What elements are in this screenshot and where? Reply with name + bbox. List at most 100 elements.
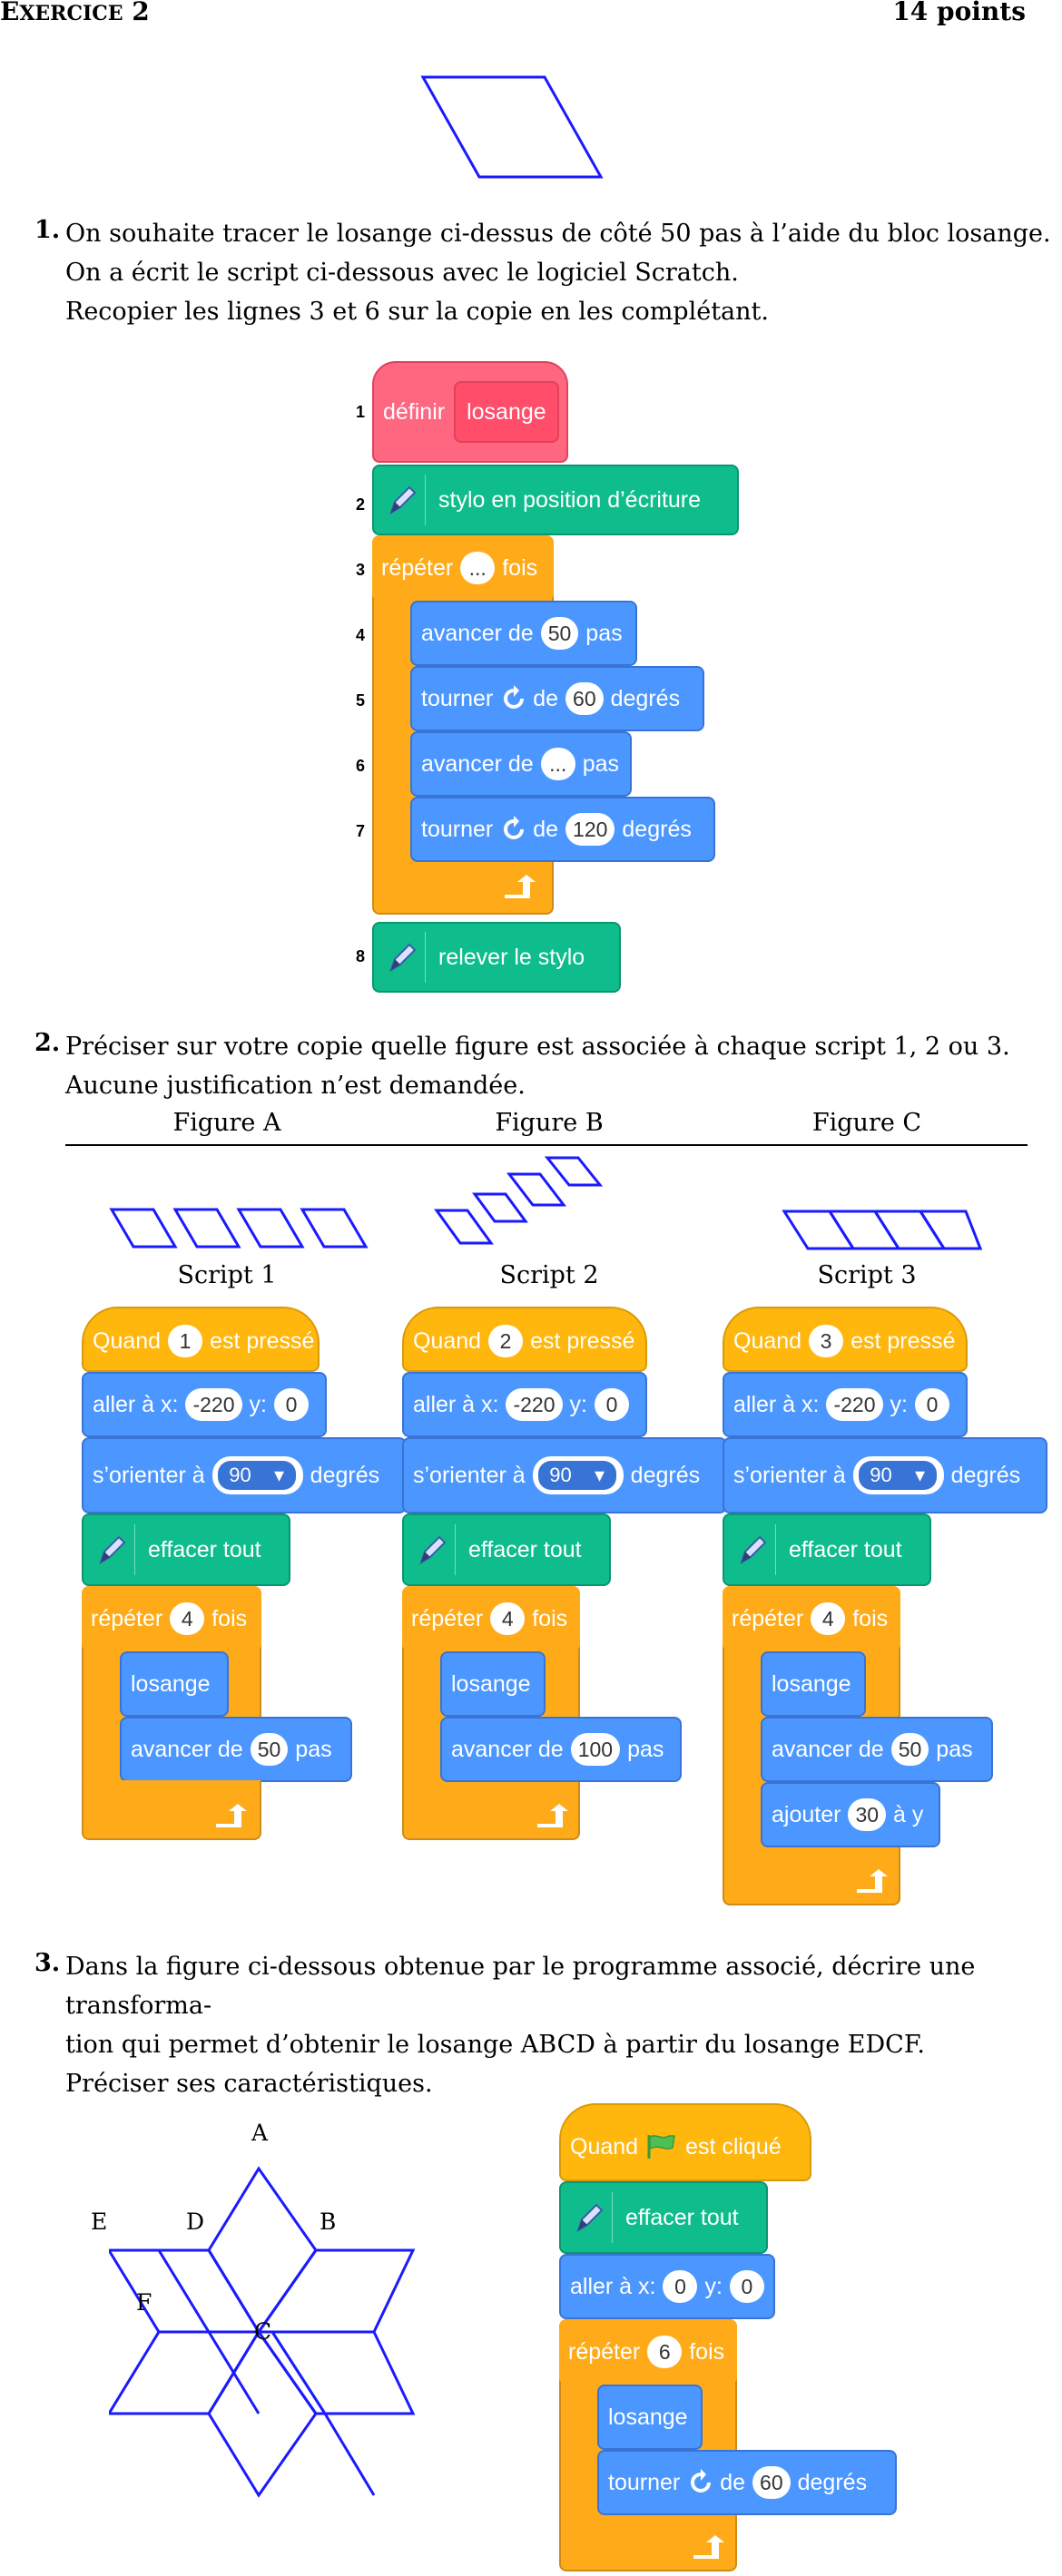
repeat-header: répéter 4 fois	[723, 1586, 900, 1651]
custom-block-call[interactable]: losange	[597, 2385, 703, 2450]
turn-block-2[interactable]: tourner de 120 degrés	[410, 797, 715, 862]
change-y-block[interactable]: ajouter 30 à y	[761, 1782, 940, 1847]
custom-block-call[interactable]: losange	[120, 1651, 229, 1717]
pen-icon	[379, 475, 426, 525]
script-3-title: Script 3	[776, 1261, 958, 1289]
goto-block[interactable]: aller à x: -220 y: 0	[402, 1372, 647, 1437]
add-value[interactable]: 30	[848, 1798, 886, 1831]
clear-block[interactable]: effacer tout	[402, 1513, 611, 1586]
to-y-label: à y	[893, 1802, 923, 1828]
forward-label: avancer de	[131, 1737, 243, 1763]
pen-icon	[730, 1524, 776, 1575]
repeat-count[interactable]: ...	[460, 552, 495, 584]
goto-block[interactable]: aller à x: 0 y: 0	[559, 2254, 775, 2319]
define-block[interactable]: définir losange	[372, 361, 568, 463]
goto-label: aller à x:	[93, 1392, 178, 1418]
figure-b-label: Figure B	[458, 1109, 640, 1137]
forward-value[interactable]: 50	[891, 1733, 929, 1766]
clear-block[interactable]: effacer tout	[82, 1513, 290, 1586]
forward-label: avancer de	[421, 621, 534, 647]
forward-value[interactable]: ...	[541, 748, 575, 780]
point-direction-block[interactable]: s’orienter à 90▾ degrés	[402, 1437, 727, 1513]
point-label: s’orienter à	[733, 1463, 846, 1489]
when-flag-clicked-block[interactable]: Quand est cliqué	[559, 2103, 811, 2181]
repeat-count[interactable]: 4	[170, 1602, 204, 1635]
forward-block-2[interactable]: avancer de ... pas	[410, 731, 632, 797]
steps-label: pas	[585, 621, 622, 647]
goto-label: aller à x:	[413, 1392, 498, 1418]
x-value[interactable]: -220	[185, 1388, 241, 1421]
loop-arrow-icon	[690, 2533, 726, 2561]
y-value[interactable]: 0	[274, 1388, 309, 1421]
pen-up-block[interactable]: relever le stylo	[372, 922, 621, 993]
goto-block[interactable]: aller à x: -220 y: 0	[82, 1372, 327, 1437]
repeat-count[interactable]: 4	[490, 1602, 525, 1635]
turn-value[interactable]: 60	[565, 682, 604, 715]
clear-block[interactable]: effacer tout	[559, 2181, 768, 2254]
forward-block[interactable]: avancer de 50 pas	[120, 1717, 352, 1782]
y-value[interactable]: 0	[595, 1388, 629, 1421]
repeat-count[interactable]: 4	[811, 1602, 845, 1635]
loop-arrow-icon	[212, 1802, 249, 1829]
turn-block[interactable]: tourner de 60 degrés	[597, 2450, 897, 2515]
x-value[interactable]: 0	[663, 2270, 697, 2303]
pen-down-block[interactable]: stylo en position d’écriture	[372, 465, 739, 535]
clockwise-icon	[500, 685, 527, 712]
key-value[interactable]: 2	[488, 1325, 523, 1357]
goto-block[interactable]: aller à x: -220 y: 0	[723, 1372, 968, 1437]
define-label: définir	[383, 399, 445, 426]
question-1-text: On souhaite tracer le losange ci-dessus …	[65, 214, 1051, 331]
pen-up-label: relever le stylo	[438, 945, 585, 971]
forward-label: avancer de	[772, 1737, 884, 1763]
turn-block[interactable]: tourner de 60 degrés	[410, 666, 704, 731]
when-key-pressed-block[interactable]: Quand 1 est pressé	[82, 1307, 320, 1372]
point-label-a: A	[251, 2120, 268, 2146]
script-2-title: Script 2	[458, 1261, 640, 1289]
custom-block-call[interactable]: losange	[440, 1651, 546, 1717]
forward-value[interactable]: 50	[541, 617, 579, 650]
y-value[interactable]: 0	[915, 1388, 949, 1421]
clear-block[interactable]: effacer tout	[723, 1513, 931, 1586]
question-1-number: 1.	[34, 216, 60, 244]
forward-value[interactable]: 100	[571, 1733, 620, 1766]
repeat-header: répéter 4 fois	[402, 1586, 580, 1651]
direction-dropdown[interactable]: 90▾	[212, 1456, 303, 1494]
y-label: y:	[570, 1392, 587, 1418]
line-number: 1	[356, 403, 365, 422]
clockwise-icon	[687, 2469, 714, 2496]
add-label: ajouter	[772, 1802, 841, 1828]
x-value[interactable]: -220	[826, 1388, 882, 1421]
turn-label: tourner	[608, 2470, 680, 2496]
point-direction-block[interactable]: s’orienter à 90▾ degrés	[723, 1437, 1047, 1513]
forward-block[interactable]: avancer de 50 pas	[761, 1717, 993, 1782]
turn-value[interactable]: 60	[752, 2466, 791, 2499]
point-label-c: C	[254, 2318, 271, 2345]
line-number: 8	[356, 947, 365, 966]
chevron-down-icon: ▾	[595, 1464, 605, 1487]
figure-a-label: Figure A	[136, 1109, 318, 1137]
when-key-pressed-block[interactable]: Quand 3 est pressé	[723, 1307, 968, 1372]
direction-dropdown[interactable]: 90▾	[533, 1456, 624, 1494]
point-direction-block[interactable]: s’orienter à 90▾ degrés	[82, 1437, 407, 1513]
when-key-pressed-block[interactable]: Quand 2 est pressé	[402, 1307, 647, 1372]
figure-c-label: Figure C	[776, 1109, 958, 1137]
direction-dropdown[interactable]: 90▾	[853, 1456, 944, 1494]
key-value[interactable]: 3	[809, 1325, 843, 1357]
goto-label: aller à x:	[733, 1392, 819, 1418]
q1-line-3: Recopier les lignes 3 et 6 sur la copie …	[65, 292, 1051, 331]
forward-value[interactable]: 50	[251, 1733, 289, 1766]
steps-label: pas	[583, 751, 619, 778]
custom-block-call[interactable]: losange	[761, 1651, 866, 1717]
forward-block[interactable]: avancer de 100 pas	[440, 1717, 682, 1782]
question-3-number: 3.	[34, 1949, 60, 1977]
question-3-text: Dans la figure ci-dessous obtenue par le…	[65, 1947, 1062, 2103]
y-value[interactable]: 0	[730, 2270, 764, 2303]
goto-label: aller à x:	[570, 2274, 655, 2300]
forward-block[interactable]: avancer de 50 pas	[410, 601, 637, 666]
key-value[interactable]: 1	[168, 1325, 202, 1357]
turn-value[interactable]: 120	[565, 813, 615, 846]
loop-arrow-icon	[853, 1867, 890, 1895]
script-1-title: Script 1	[136, 1261, 318, 1289]
x-value[interactable]: -220	[506, 1388, 562, 1421]
repeat-count[interactable]: 6	[647, 2336, 682, 2368]
